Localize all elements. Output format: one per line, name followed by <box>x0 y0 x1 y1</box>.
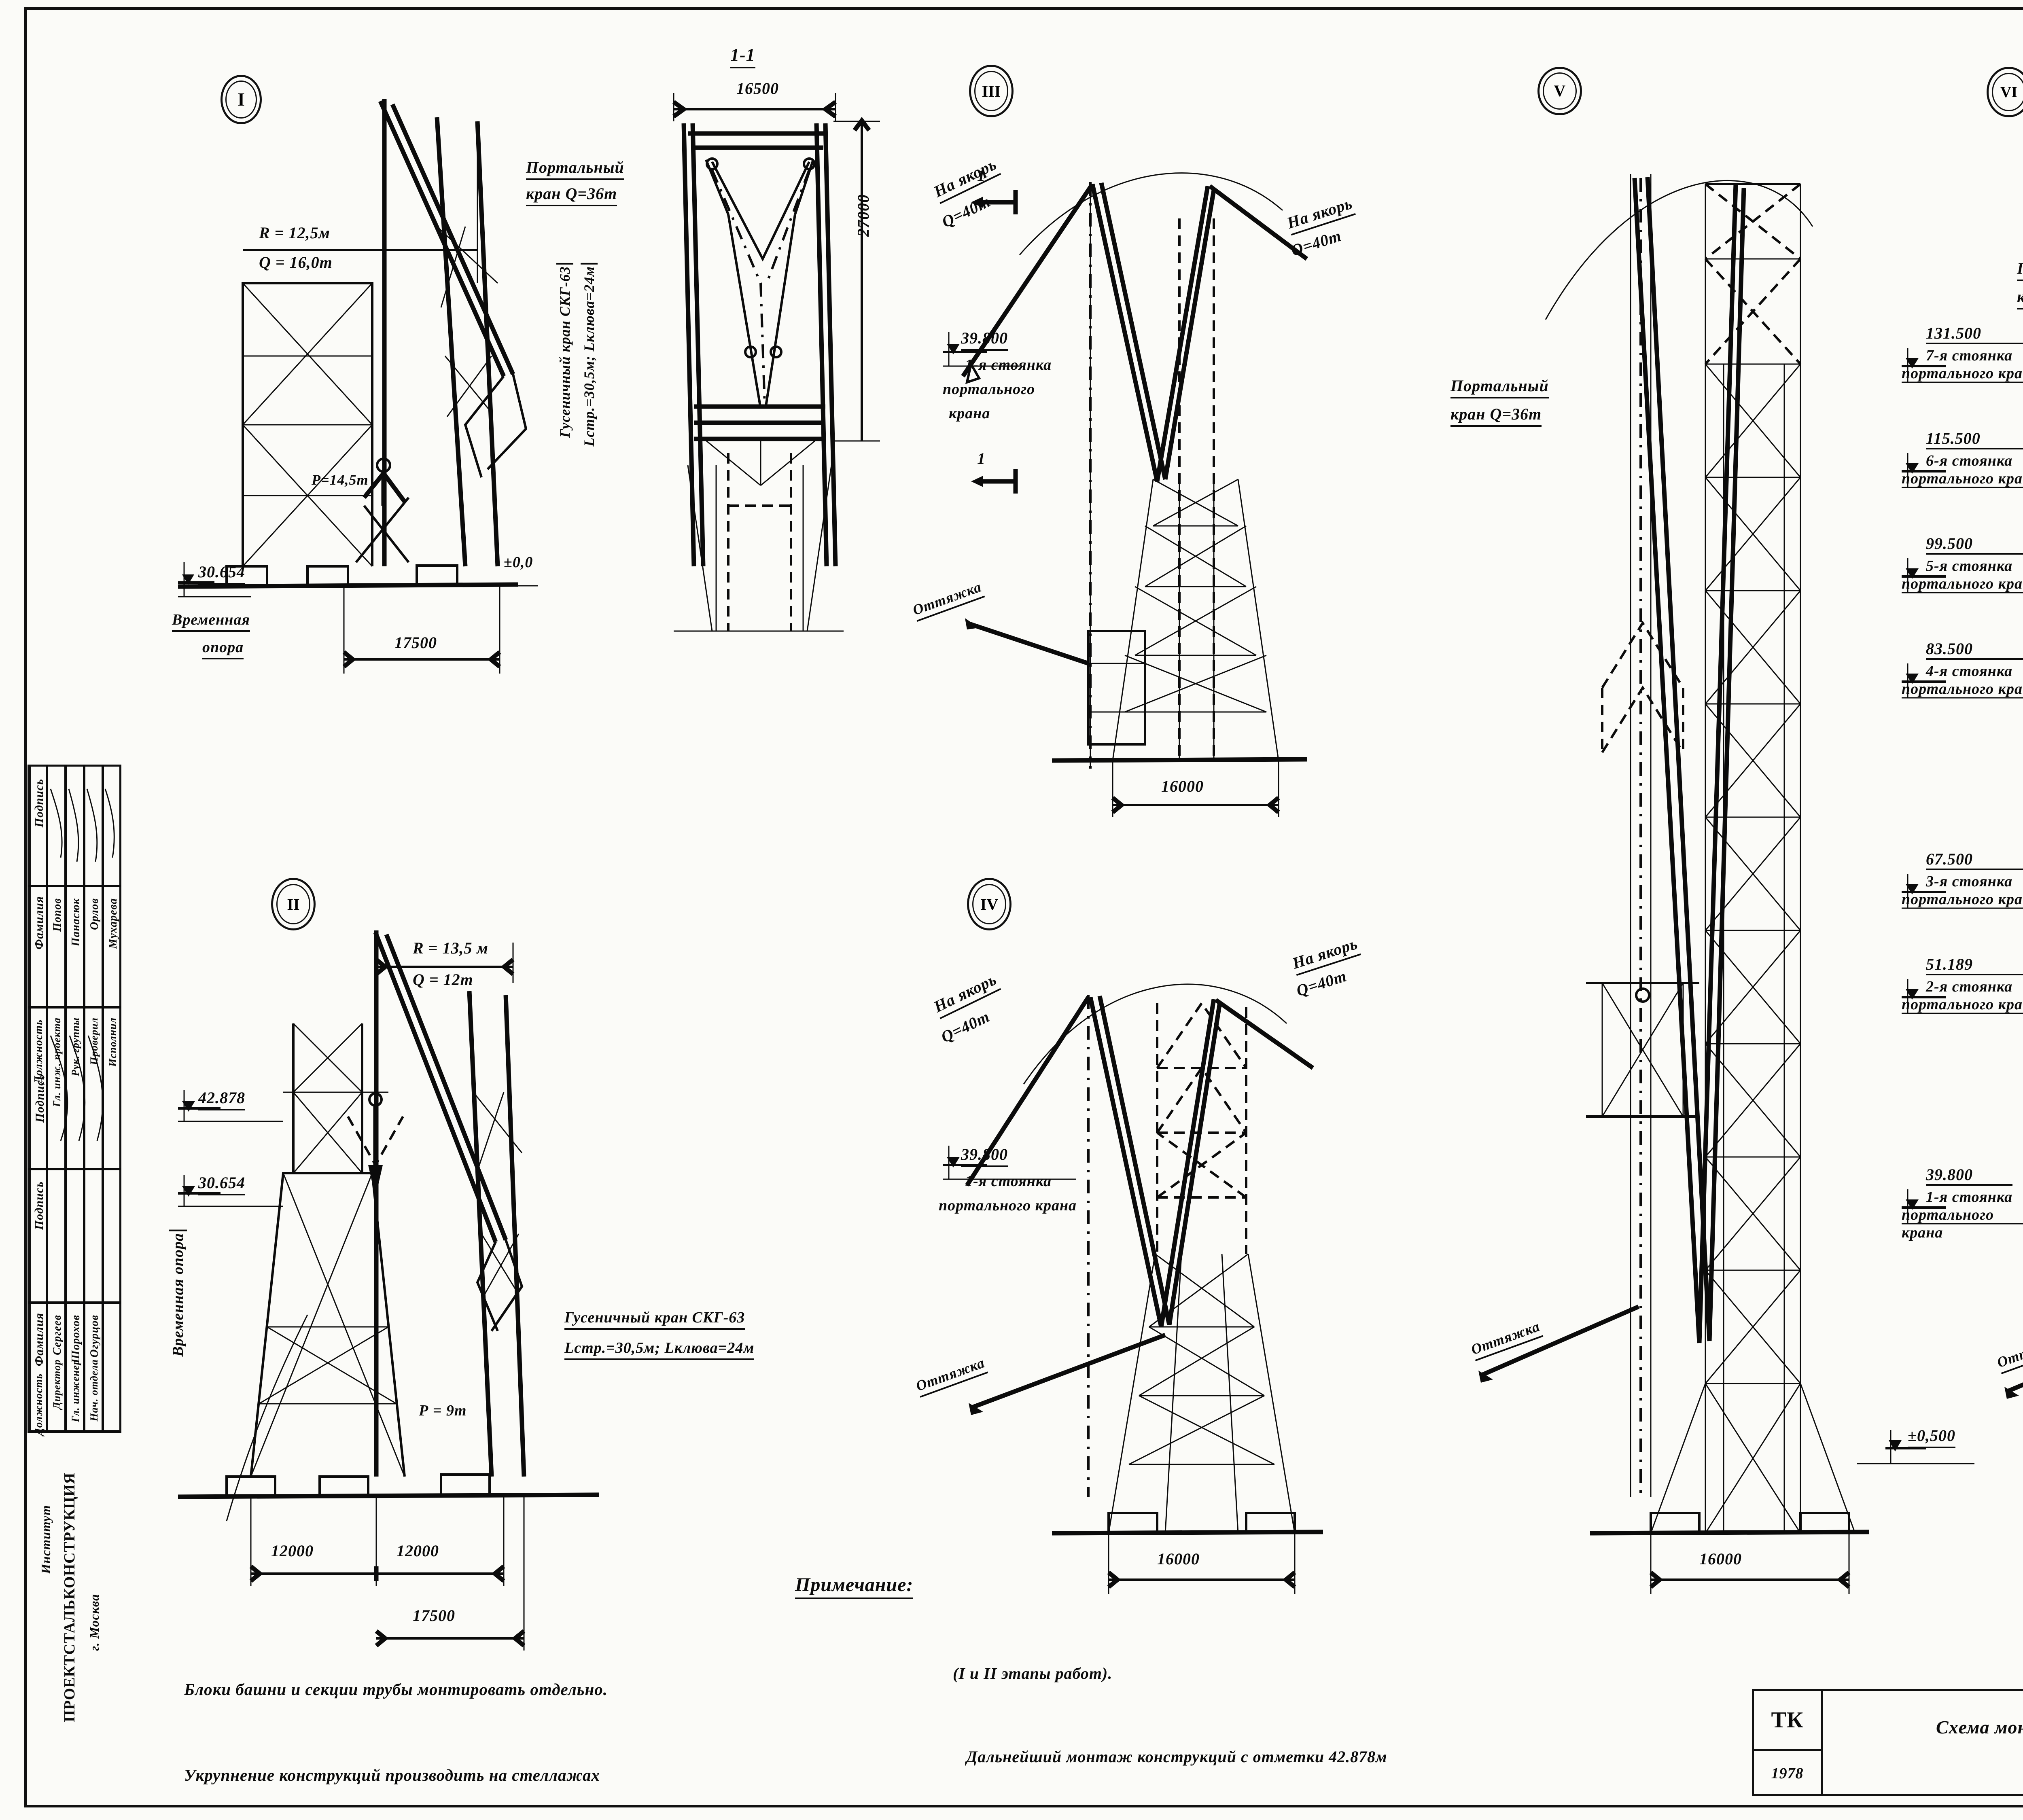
view-marker-II: II <box>271 878 316 930</box>
note-left-line-1: Блоки башни и секции трубы монтировать о… <box>184 1680 608 1699</box>
notes-left: Блоки башни и секции трубы монтировать о… <box>184 1618 953 1820</box>
view-II-load-label: Q = 12т <box>413 970 473 989</box>
year-label: 1978 <box>1771 1765 1804 1782</box>
view-II-crawler-crane-line1: Гусеничный кран СКГ-63 <box>564 1309 745 1330</box>
left-block-col-doljnost-a: Должность <box>32 1019 45 1084</box>
view-II-dim-12000-a: 12000 <box>271 1542 314 1560</box>
sheet-border <box>24 7 2023 1807</box>
view-II-crawler-crane-line2: Lстр.=30,5м; Lклюва=24м <box>564 1339 755 1360</box>
left-block-familia-4: Мухарева <box>107 898 119 949</box>
left-block-col-podpis-b: Подпись <box>32 1181 46 1230</box>
view-I-dim-17500: 17500 <box>394 634 437 652</box>
left-block-doljnost2-1: Директор <box>51 1359 63 1409</box>
section-1-1-width: 16500 <box>736 79 779 97</box>
note-right-line-2: Дальнейший монтаж конструкций с отметки … <box>953 1747 1387 1766</box>
view-III-elevation-line2: портального <box>943 381 1035 398</box>
left-block-familia-3: Орлов <box>88 898 101 930</box>
view-III-section-tag-top: 1 <box>977 166 986 184</box>
vi-station-2: 115.500 6-я стоянка портального крана <box>1902 429 2023 487</box>
view-II-dim-12000-b: 12000 <box>397 1542 439 1560</box>
view-I-radius-label: R = 12,5м <box>259 224 330 242</box>
view-marker-IV: IV <box>967 878 1012 930</box>
view-I-portal-crane-line1: Портальный <box>526 158 624 180</box>
view-VI-portal-crane-line2: кран Q=36т <box>2017 287 2023 309</box>
view-marker-VI: VI <box>1987 67 2023 117</box>
left-block-doljnost2-3: Нач. отдела <box>88 1359 100 1422</box>
left-block-doljnost-3: Проверил <box>88 1017 100 1065</box>
left-block-col-familia-b: Фамилия <box>32 1313 46 1367</box>
left-block-familia2-2: Шорохов <box>70 1315 82 1363</box>
view-marker-I: I <box>221 75 262 124</box>
institute-line3: г. Москва <box>87 1594 102 1651</box>
view-I-temp-support-line2: опора <box>202 638 244 659</box>
view-III-dim-16000: 16000 <box>1161 777 1204 795</box>
institute-line1: Институт <box>38 1505 53 1574</box>
stamp-label: ТК <box>1771 1707 1804 1733</box>
view-I-block-load: Р=14,5т <box>312 472 369 488</box>
view-marker-III: III <box>969 65 1014 117</box>
left-block-col-podpis-a: Подпись <box>32 779 46 828</box>
left-block-doljnost-1: Гл. инж. проекта <box>51 1017 63 1107</box>
main-title-block: ТК 1978 Схема монтажа башни высотой 150м… <box>1752 1689 2023 1796</box>
vi-station-3: 99.500 5-я стоянка портального крана <box>1902 534 2023 593</box>
view-VI-elevation-bottom: ±0,500 <box>1908 1426 1955 1448</box>
view-I-load-label: Q = 16,0т <box>259 253 333 271</box>
left-block-col-doljnost-b: Должность <box>32 1373 45 1436</box>
section-1-1-marker: 1-1 <box>730 44 755 68</box>
left-block-familia2-1: Сергеев <box>51 1315 64 1355</box>
view-III-elevation-line3: крана <box>949 405 990 422</box>
view-III-elevation-line1: 1-я стоянка <box>965 356 1052 373</box>
view-IV-dim-16000: 16000 <box>1157 1550 1200 1568</box>
notes-right: (I и II этапы работ). Дальнейший монтаж … <box>953 1604 1746 1820</box>
institute-line2: ПРОЕКТСТАЛЬКОНСТРУКЦИЯ <box>61 1473 78 1722</box>
view-II-block-load: Р = 9т <box>419 1402 467 1419</box>
view-II-elevation-42878: 42.878 <box>198 1088 245 1110</box>
left-block-col-familia-a: Фамилия <box>32 896 46 950</box>
view-V-dim-16000: 16000 <box>1699 1550 1742 1568</box>
left-block-doljnost2-2: Гл. инженер <box>70 1359 81 1422</box>
year-cell: 1978 <box>1754 1751 1823 1796</box>
vi-station-7: 39.800 1-я стоянка портального крана <box>1902 1165 2013 1241</box>
vi-station-5: 67.500 3-я стоянка портального крана <box>1902 850 2023 908</box>
view-IV-elevation-value: 39.800 <box>961 1145 1008 1167</box>
vi-station-4: 83.500 4-я стоянка портального крана <box>1902 639 2023 698</box>
view-I-portal-crane-line2: кран Q=36т <box>526 184 617 206</box>
left-block-familia-1: Попов <box>51 898 64 932</box>
view-IV-elevation-line2: портального крана <box>939 1197 1077 1214</box>
view-I-elevation-30654: 30.654 <box>198 562 245 585</box>
view-II-radius-label: R = 13,5 м <box>413 939 488 957</box>
view-II-elevation-30654: 30.654 <box>198 1173 245 1195</box>
notes-heading: Примечание: <box>795 1574 914 1599</box>
view-III-elevation-value: 39.800 <box>961 328 1008 351</box>
view-II-dim-17500: 17500 <box>413 1606 455 1625</box>
view-VI-portal-crane-line1: Портальный <box>2017 259 2023 281</box>
title-line-1: Схема монтажа башни высотой 150м <box>1936 1716 2023 1737</box>
stamp-cell: ТК <box>1754 1691 1823 1751</box>
left-block-doljnost-4: Исполнил <box>107 1017 119 1067</box>
view-I-elevation-zero: ±0,0 <box>504 554 533 571</box>
left-block-familia-2: Панасюк <box>70 898 82 947</box>
view-marker-V: V <box>1537 67 1582 115</box>
note-left-line-2: Укрупнение конструкций производить на ст… <box>184 1765 600 1784</box>
view-I-temp-support-line1: Временная <box>172 611 250 632</box>
view-IV-elevation-line1: 1-я стоянка <box>965 1173 1052 1190</box>
vi-station-1: 131.500 7-я стоянка портального крана <box>1902 324 2023 382</box>
left-block-doljnost-2: Рук. группы <box>70 1017 81 1076</box>
vi-station-6: 51.189 2-я стоянка портального крана <box>1902 955 2023 1013</box>
left-block-familia2-3: Огурцов <box>88 1315 101 1358</box>
view-III-section-tag-bottom: 1 <box>977 449 986 468</box>
note-right-line-1: (I и II этапы работ). <box>953 1664 1113 1682</box>
view-V-portal-crane-line2: кран Q=36т <box>1450 405 1542 427</box>
view-V-portal-crane-line1: Портальный <box>1450 376 1549 398</box>
title-cell: Схема монтажа башни высотой 150м с трубо… <box>1823 1691 2023 1796</box>
